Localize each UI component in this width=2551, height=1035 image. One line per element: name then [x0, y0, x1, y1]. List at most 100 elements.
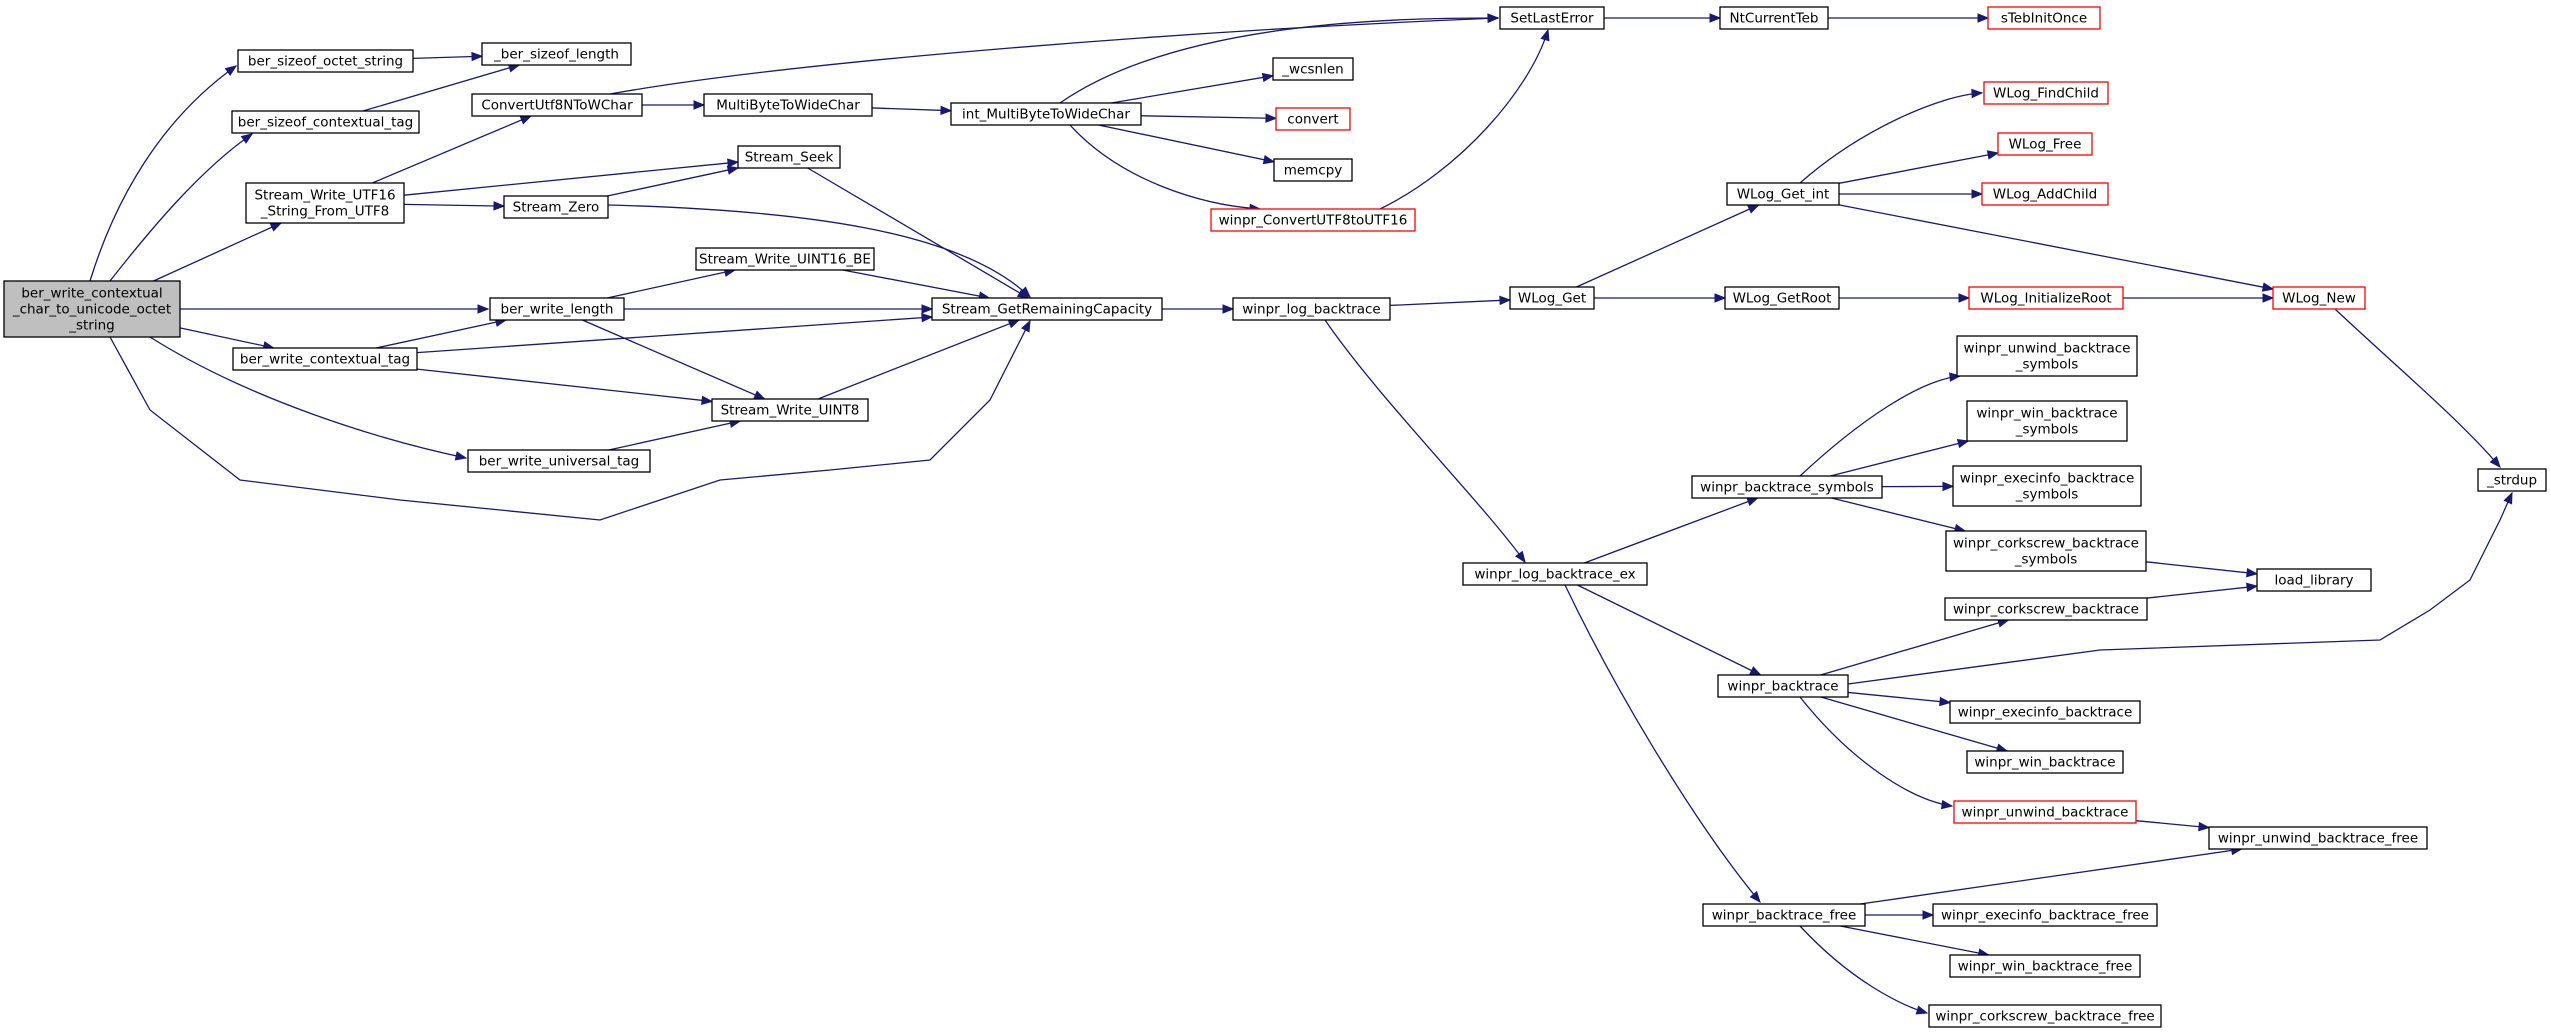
node-label: memcpy	[1284, 163, 1343, 179]
node-wlog-free[interactable]: WLog_Free	[1997, 132, 2093, 156]
node-strdup[interactable]: _strdup	[2477, 468, 2547, 492]
node-winpr-unwind-backtrace[interactable]: winpr_unwind_backtrace	[1953, 800, 2137, 824]
call-edge	[1799, 925, 1928, 1014]
node-ber-write-contextual-tag[interactable]: ber_write_contextual_tag	[232, 347, 418, 371]
node-label: winpr_execinfo_backtrace_symbols	[1960, 471, 2135, 503]
call-edge	[1577, 584, 1761, 676]
node-label: WLog_Free	[2009, 137, 2082, 153]
node-label: _strdup	[2486, 473, 2537, 489]
node-box	[3, 280, 181, 338]
arrow-head	[1261, 72, 1275, 83]
node-label: Stream_Seek	[745, 150, 834, 166]
arrow-head	[1746, 497, 1759, 507]
node-stream-getremainingcapacity[interactable]: Stream_GetRemainingCapacity	[931, 297, 1163, 321]
node-winpr-win-backtrace[interactable]: winpr_win_backtrace	[1966, 750, 2124, 774]
call-edge	[607, 167, 739, 197]
call-edge	[412, 55, 483, 59]
arrow-head	[753, 390, 766, 400]
node-wlog-new[interactable]: WLog_New	[2272, 286, 2366, 310]
node-label: sTebInitOnce	[2001, 11, 2087, 27]
call-edge	[1838, 152, 1999, 184]
node-ber-write-universal-tag[interactable]: ber_write_universal_tag	[467, 449, 651, 473]
node-winpr-execinfo-backtrace[interactable]: winpr_execinfo_backtrace	[1949, 700, 2141, 724]
call-edge	[416, 368, 713, 403]
node-wlog-initializeroot[interactable]: WLog_InitializeRoot	[1968, 286, 2124, 310]
node-load-library[interactable]: load_library	[2256, 568, 2372, 592]
arrow-head	[477, 304, 490, 314]
node-label: winpr_log_backtrace_ex	[1474, 567, 1635, 583]
call-graph-edges	[89, 13, 2513, 1015]
node-root[interactable]: ber_write_contextual_char_to_unicode_oct…	[3, 280, 181, 338]
arrow-head	[1487, 13, 1500, 23]
node-winpr-execinfo-backtrace-symbols[interactable]: winpr_execinfo_backtrace_symbols	[1952, 465, 2142, 507]
call-edge	[582, 319, 765, 400]
node-winpr-unwind-backtrace-free[interactable]: winpr_unwind_backtrace_free	[2208, 826, 2428, 850]
node-box	[1232, 297, 1391, 321]
node-winpr-log-backtrace-ex[interactable]: winpr_log_backtrace_ex	[1462, 562, 1648, 586]
node-winpr-corkscrew-backtrace-free[interactable]: winpr_corkscrew_backtrace_free	[1928, 1004, 2162, 1028]
node-label: winpr_unwind_backtrace	[1962, 805, 2129, 821]
node-box	[1953, 800, 2137, 824]
call-edge	[1799, 92, 1983, 184]
node-winpr-corkscrew-backtrace-symbols[interactable]: winpr_corkscrew_backtrace_symbols	[1945, 530, 2147, 572]
node-winpr-win-backtrace-free[interactable]: winpr_win_backtrace_free	[1949, 954, 2141, 978]
node-winpr-corkscrew-backtrace[interactable]: winpr_corkscrew_backtrace	[1944, 597, 2148, 621]
call-edge	[607, 204, 1031, 298]
node-convert[interactable]: convert	[1275, 107, 1351, 131]
call-edge	[153, 222, 282, 282]
call-edge	[1059, 17, 1499, 104]
node-winpr-backtrace-free[interactable]: winpr_backtrace_free	[1702, 903, 1866, 927]
node-memcpy[interactable]: memcpy	[1273, 158, 1353, 182]
node-ber-sizeof-octet-string[interactable]: ber_sizeof_octet_string	[237, 49, 414, 73]
node-stebinitonce[interactable]: sTebInitOnce	[1987, 6, 2101, 30]
node-convertutf8ntowchar[interactable]: ConvertUtf8NToWChar	[471, 93, 643, 117]
node-wlog-get[interactable]: WLog_Get	[1509, 286, 1595, 310]
node-ber-write-length[interactable]: ber_write_length	[489, 297, 625, 321]
call-edge	[1820, 696, 2008, 752]
node-winpr-backtrace-symbols[interactable]: winpr_backtrace_symbols	[1691, 475, 1883, 499]
node-stream-write-utf16[interactable]: Stream_Write_UTF16_String_From_UTF8	[245, 182, 405, 224]
node-wlog-get-int[interactable]: WLog_Get_int	[1726, 182, 1840, 206]
node-stream-write-uint16-be[interactable]: Stream_Write_UINT16_BE	[695, 247, 875, 271]
arrow-head	[2198, 821, 2211, 832]
node-ber-sizeof-length[interactable]: _ber_sizeof_length	[481, 42, 632, 66]
node-label: winpr_win_backtrace_free	[1958, 959, 2133, 975]
node-label: WLog_Get	[1518, 291, 1586, 307]
node-multibytetowidechar[interactable]: MultiByteToWideChar	[703, 93, 873, 117]
node-label: Stream_Zero	[513, 200, 600, 216]
node-winpr-backtrace[interactable]: winpr_backtrace	[1717, 674, 1849, 698]
node-winpr-convertutf8toutf16[interactable]: winpr_ConvertUTF8toUTF16	[1210, 208, 1416, 232]
node-box	[1966, 750, 2124, 774]
arrow-head	[1749, 666, 1762, 676]
node-winpr-execinfo-backtrace-free[interactable]: winpr_execinfo_backtrace_free	[1932, 903, 2158, 927]
node-winpr-unwind-backtrace-symbols[interactable]: winpr_unwind_backtrace_symbols	[1956, 335, 2138, 377]
call-edge	[2145, 561, 2258, 575]
node-wcsnlen[interactable]: _wcsnlen	[1272, 57, 1354, 81]
node-setlasterror[interactable]: SetLastError	[1499, 6, 1605, 30]
node-ntcurrentteb[interactable]: NtCurrentTeb	[1719, 6, 1829, 30]
call-edge	[109, 133, 253, 282]
node-box	[1966, 400, 2128, 442]
node-box	[1945, 530, 2147, 572]
node-box	[931, 297, 1163, 321]
node-wlog-findchild[interactable]: WLog_FindChild	[1983, 81, 2109, 105]
node-winpr-log-backtrace[interactable]: winpr_log_backtrace	[1232, 297, 1391, 321]
node-label: winpr_backtrace	[1727, 679, 1838, 695]
node-ber-sizeof-contextual-tag[interactable]: ber_sizeof_contextual_tag	[231, 110, 420, 134]
node-stream-seek[interactable]: Stream_Seek	[737, 145, 841, 169]
node-stream-write-uint8[interactable]: Stream_Write_UINT8	[711, 398, 869, 422]
node-wlog-getroot[interactable]: WLog_GetRoot	[1724, 286, 1840, 310]
node-wlog-addchild[interactable]: WLog_AddChild	[1981, 182, 2109, 206]
node-int-multibytetowidechar[interactable]: int_MultiByteToWideChar	[950, 102, 1142, 126]
node-label: WLog_FindChild	[1993, 86, 2099, 102]
node-stream-zero[interactable]: Stream_Zero	[503, 195, 609, 219]
node-winpr-win-backtrace-symbols[interactable]: winpr_win_backtrace_symbols	[1966, 400, 2128, 442]
arrow-head	[726, 165, 740, 175]
arrow-head	[454, 451, 468, 461]
call-edge	[871, 107, 952, 112]
node-box	[1717, 674, 1849, 698]
node-label: WLog_AddChild	[1993, 187, 2097, 203]
call-edge	[375, 319, 507, 349]
node-label: winpr_unwind_backtrace_free	[2218, 831, 2418, 847]
arrow-head	[1949, 372, 1962, 382]
